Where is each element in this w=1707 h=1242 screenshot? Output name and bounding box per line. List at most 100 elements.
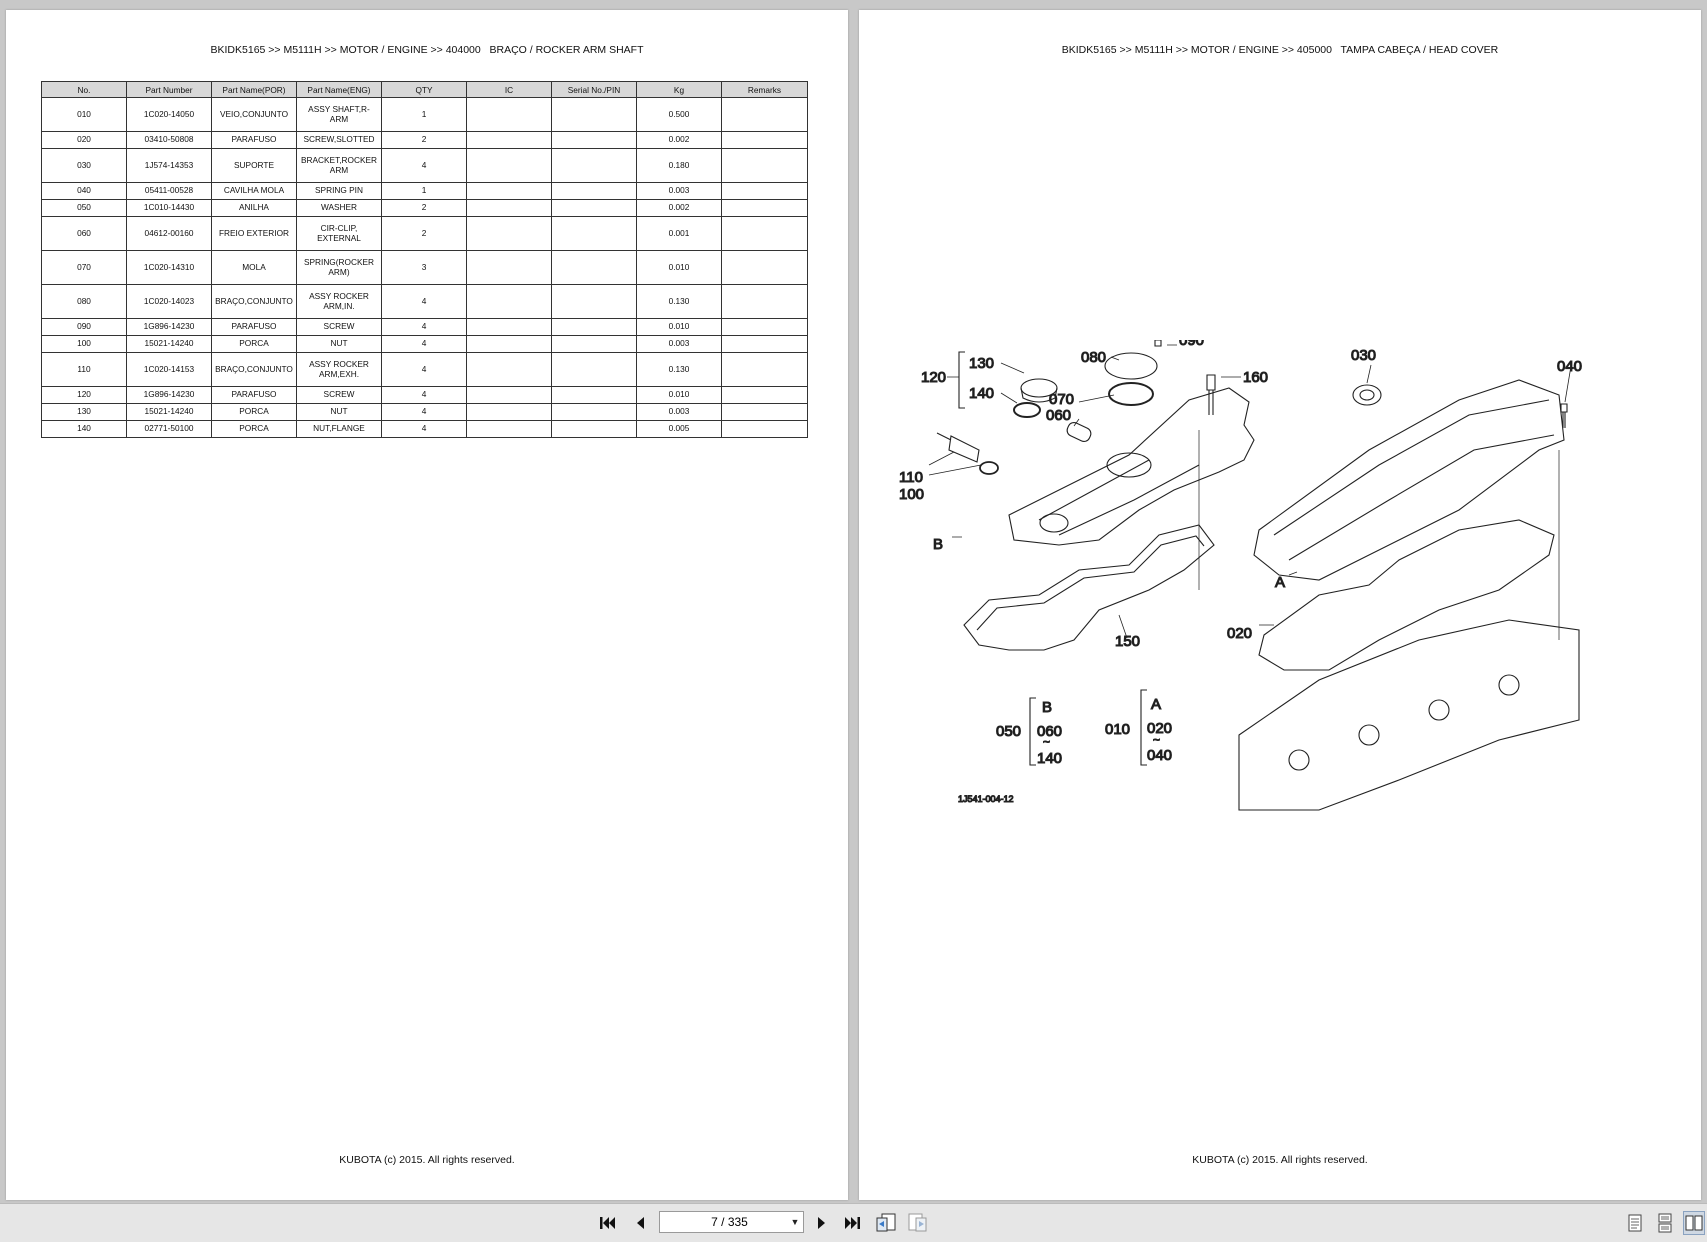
table-cell: 020	[41, 131, 127, 149]
table-cell	[721, 199, 808, 217]
oring-140	[1013, 402, 1041, 418]
table-cell: PORCA	[211, 403, 297, 421]
reference-lines	[1198, 430, 1560, 640]
table-cell: MOLA	[211, 250, 297, 285]
table-cell: 4	[381, 420, 467, 438]
viewer-toolbar: 7 / 335 ▼	[0, 1203, 1707, 1242]
table-cell: 1G896-14230	[126, 386, 212, 404]
table-cell	[551, 352, 637, 387]
page-number-field[interactable]: 7 / 335 ▼	[659, 1211, 804, 1233]
group-label-A: A	[1151, 696, 1161, 713]
table-cell: 4	[381, 284, 467, 319]
table-cell: 1C020-14153	[126, 352, 212, 387]
table-cell	[721, 97, 808, 132]
table-cell: CAVILHA MOLA	[211, 182, 297, 200]
two-page-view-button[interactable]	[1683, 1211, 1705, 1235]
table-cell: 03410-50808	[126, 131, 212, 149]
previous-view-button[interactable]	[874, 1211, 898, 1235]
breather-port	[1106, 452, 1152, 478]
table-cell: 070	[41, 250, 127, 285]
continuous-view-button[interactable]	[1653, 1211, 1677, 1235]
next-view-button[interactable]	[906, 1211, 930, 1235]
table-cell	[551, 284, 637, 319]
continuous-view-icon	[1658, 1213, 1672, 1233]
left-cover-outline	[1008, 387, 1255, 546]
table-cell	[551, 182, 637, 200]
head-port	[1288, 749, 1310, 771]
table-cell	[721, 148, 808, 183]
page-footer: KUBOTA (c) 2015. All rights reserved.	[339, 1154, 515, 1166]
table-cell	[721, 216, 808, 251]
table-cell: 2	[381, 199, 467, 217]
table-cell: 090	[41, 318, 127, 336]
group-tilde: ~	[1043, 735, 1050, 749]
table-cell: PORCA	[211, 335, 297, 353]
head-port	[1498, 674, 1520, 696]
group-label-060: 060	[1037, 723, 1062, 740]
label-060: 060	[1046, 407, 1071, 424]
table-cell: SCREW	[296, 386, 382, 404]
head-port	[1358, 724, 1380, 746]
table-cell: BRAÇO,CONJUNTO	[211, 352, 297, 387]
head-cover-ribs	[1273, 399, 1555, 561]
table-cell	[466, 199, 552, 217]
table-cell	[551, 250, 637, 285]
first-page-button[interactable]	[596, 1211, 620, 1235]
label-080: 080	[1081, 349, 1106, 366]
table-cell: 1	[381, 97, 467, 132]
single-page-view-button[interactable]	[1623, 1211, 1647, 1235]
table-cell: 4	[381, 148, 467, 183]
table-cell	[466, 131, 552, 149]
prev-page-icon	[637, 1217, 644, 1229]
table-cell: FREIO EXTERIOR	[211, 216, 297, 251]
col-header: Serial No./PIN	[551, 81, 637, 98]
table-cell: 4	[381, 386, 467, 404]
next-page-button[interactable]	[810, 1211, 834, 1235]
prev-page-button[interactable]	[628, 1211, 652, 1235]
table-cell: SCREW,SLOTTED	[296, 131, 382, 149]
table-cell: 080	[41, 284, 127, 319]
table-cell: 040	[41, 182, 127, 200]
col-header: Part Number	[126, 81, 212, 98]
chevron-down-icon[interactable]: ▼	[790, 1217, 800, 1227]
table-cell	[466, 97, 552, 132]
table-cell: 0.180	[636, 148, 722, 183]
table-cell	[466, 284, 552, 319]
label-B: B	[933, 536, 943, 553]
next-view-icon	[908, 1213, 927, 1232]
table-cell	[551, 420, 637, 438]
bolt-160	[1206, 374, 1216, 415]
col-header: Part Name(POR)	[211, 81, 297, 98]
table-cell: NUT,FLANGE	[296, 420, 382, 438]
table-cell	[551, 199, 637, 217]
bracket-050	[1029, 697, 1036, 766]
table-cell	[721, 335, 808, 353]
last-page-button[interactable]	[840, 1211, 864, 1235]
table-cell: BRACKET,ROCKER ARM	[296, 148, 382, 183]
table-cell: BRAÇO,CONJUNTO	[211, 284, 297, 319]
table-cell: 1J574-14353	[126, 148, 212, 183]
group-label-140: 140	[1037, 750, 1062, 767]
table-cell: 1	[381, 182, 467, 200]
table-cell: 3	[381, 250, 467, 285]
col-header: No.	[41, 81, 127, 98]
table-cell: 0.001	[636, 216, 722, 251]
col-header: IC	[466, 81, 552, 98]
table-cell: SUPORTE	[211, 148, 297, 183]
table-cell: 1C020-14310	[126, 250, 212, 285]
table-cell: 0.010	[636, 250, 722, 285]
table-cell: 0.010	[636, 386, 722, 404]
table-cell: 1C020-14023	[126, 284, 212, 319]
table-cell: NUT	[296, 403, 382, 421]
table-cell: 130	[41, 403, 127, 421]
table-cell	[721, 131, 808, 149]
table-cell	[466, 148, 552, 183]
table-cell: ANILHA	[211, 199, 297, 217]
table-cell: SPRING PIN	[296, 182, 382, 200]
label-100: 100	[899, 486, 924, 503]
table-cell: 140	[41, 420, 127, 438]
